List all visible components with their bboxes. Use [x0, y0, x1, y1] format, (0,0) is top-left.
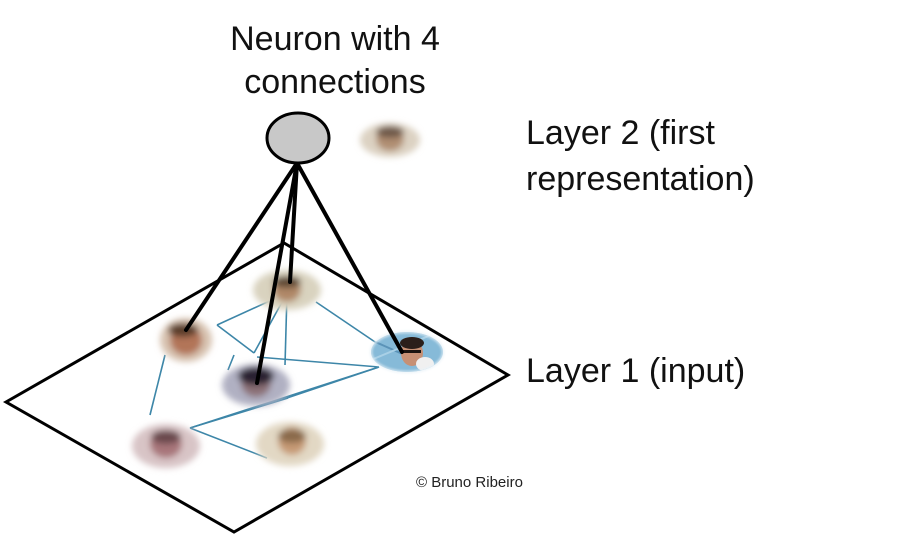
node-face-5	[256, 422, 324, 466]
layer2-label-line2: representation)	[526, 160, 755, 198]
neuron-title-line1: Neuron with 4	[230, 20, 440, 58]
connection-1	[184, 161, 299, 332]
connection-3	[288, 161, 299, 284]
neuron-title-line2: connections	[244, 63, 425, 101]
node-face-4	[132, 424, 200, 468]
copyright-credit: © Bruno Ribeiro	[416, 474, 523, 491]
layer2-node-face	[360, 123, 420, 157]
neuron-node	[265, 111, 331, 165]
node-face-3	[222, 364, 290, 406]
node-face-2	[160, 318, 212, 362]
input-nodes	[132, 270, 444, 468]
connection-2	[255, 161, 299, 385]
layer2-label-line1: Layer 2 (first	[526, 114, 715, 152]
connection-4	[295, 161, 404, 354]
node-face-1	[253, 270, 321, 310]
neuron-connections	[184, 161, 404, 385]
layer1-label: Layer 1 (input)	[526, 352, 745, 390]
node-face-6-sharp	[370, 331, 444, 373]
